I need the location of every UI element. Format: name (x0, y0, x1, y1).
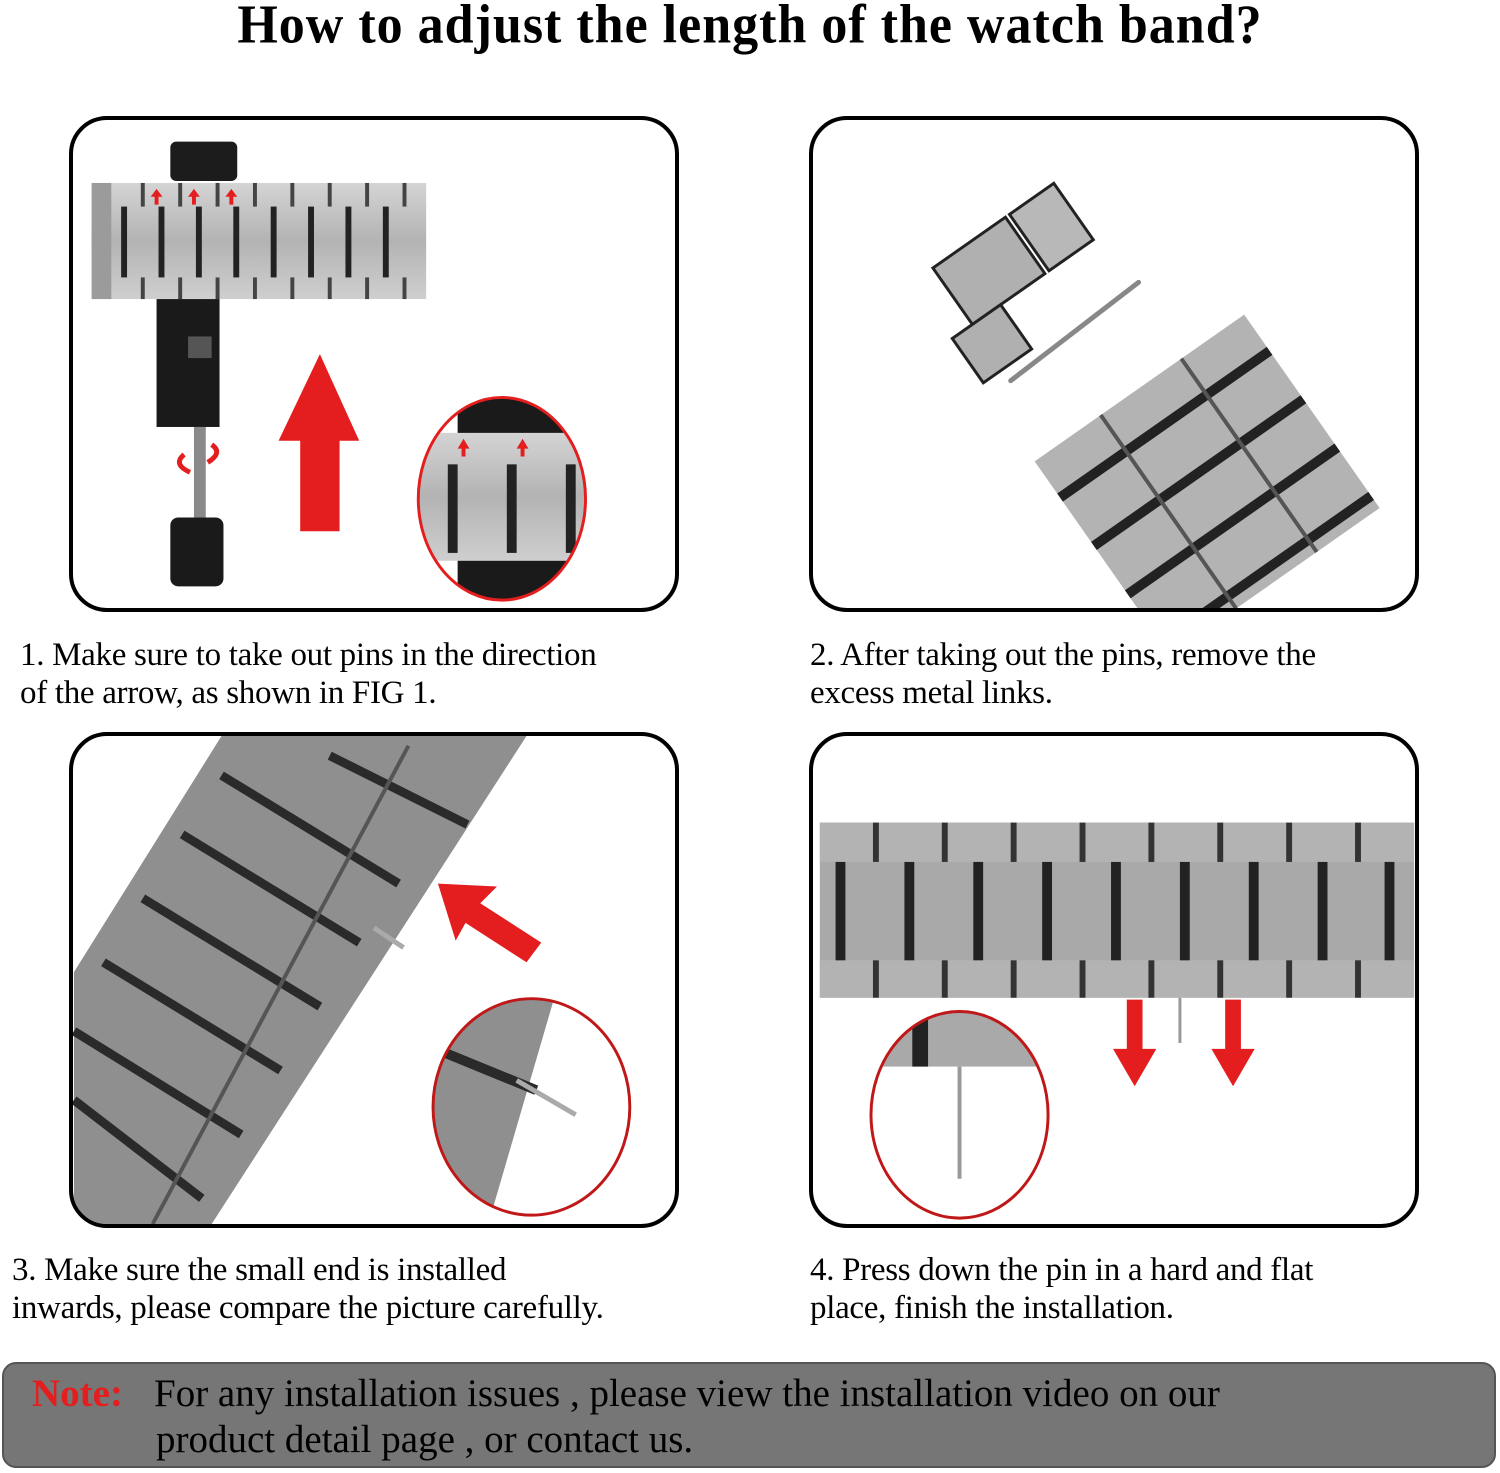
step-2-figure (809, 116, 1419, 612)
step-4-illustration (819, 822, 1415, 1220)
zoom-inset-icon (869, 1010, 1050, 1220)
watch-band-icon (819, 822, 1415, 998)
down-arrow-icon-left (1113, 999, 1157, 1087)
note-banner: Note: For any installation issues , plea… (2, 1362, 1496, 1468)
page-title: How to adjust the length of the watch ba… (237, 0, 1263, 56)
step-4-figure (809, 732, 1419, 1228)
step-2-illustration (930, 181, 1380, 608)
note-text-line-1: For any installation issues , please vie… (154, 1372, 1220, 1415)
up-left-arrow-icon (437, 883, 542, 963)
spring-bar-pin-icon (1008, 279, 1142, 384)
tool-top-icon (170, 141, 238, 181)
step-3-figure (69, 732, 679, 1228)
watch-band-icon (91, 182, 427, 300)
removed-links-icon (930, 181, 1096, 385)
pin-removal-tool-icon (156, 299, 224, 587)
spring-bar-pin-icon (372, 925, 405, 950)
step-1-illustration (91, 141, 588, 602)
note-label: Note: (32, 1372, 123, 1415)
zoom-inset-icon (431, 997, 632, 1217)
step-3-caption: 3. Make sure the small end is installed … (12, 1252, 604, 1326)
down-arrow-icon-right (1211, 999, 1255, 1087)
step-3-illustration (73, 736, 632, 1224)
watch-band-icon (73, 736, 527, 1224)
up-arrow-icon (278, 354, 360, 532)
step-1-caption: 1. Make sure to take out pins in the dir… (20, 637, 597, 711)
zoom-inset-icon (416, 395, 588, 602)
step-1-figure (69, 116, 679, 612)
watch-band-icon (1034, 314, 1380, 608)
note-text-line-2: product detail page , or contact us. (156, 1418, 694, 1461)
step-4-caption: 4. Press down the pin in a hard and flat… (810, 1252, 1314, 1326)
step-2-caption: 2. After taking out the pins, remove the… (810, 637, 1316, 711)
